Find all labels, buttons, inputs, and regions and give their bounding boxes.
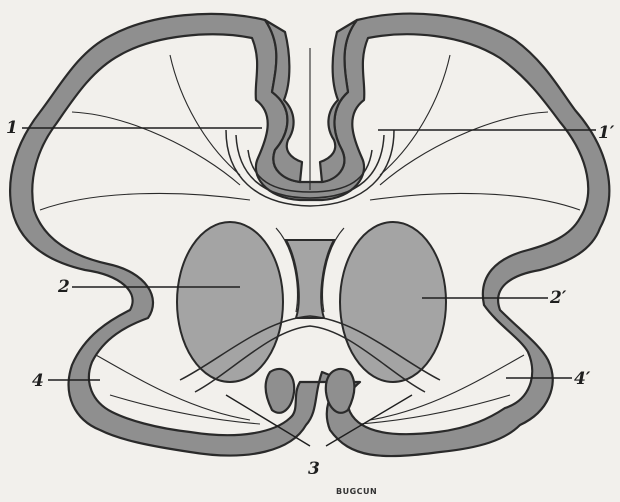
label-3: 3 xyxy=(308,459,320,479)
lower-gyrus-left xyxy=(266,369,295,413)
nucleus-right xyxy=(340,222,446,382)
engraver-signature: BUGCUN xyxy=(336,487,377,496)
nucleus-left xyxy=(177,222,283,382)
label-4: 4 xyxy=(32,371,44,391)
label-1-prime: 1′ xyxy=(598,123,615,143)
label-2: 2 xyxy=(57,277,70,297)
label-1: 1 xyxy=(6,118,18,138)
label-2-prime: 2′ xyxy=(549,288,567,308)
lower-gyrus-right xyxy=(326,369,355,413)
label-4-prime: 4′ xyxy=(574,369,591,389)
